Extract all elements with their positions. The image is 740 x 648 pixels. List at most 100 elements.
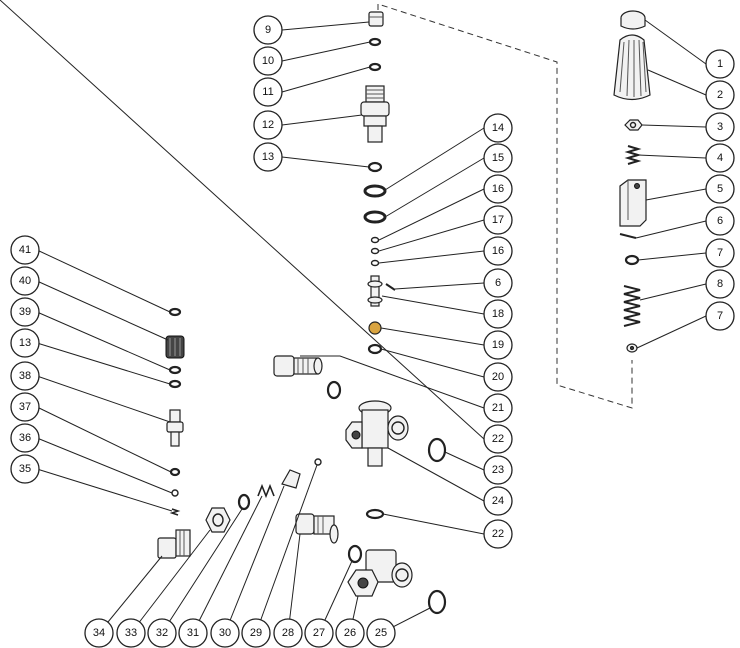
part-37-oring (169, 467, 181, 477)
part-12-valve-seat (360, 85, 390, 143)
callout-37-label: 37 (19, 401, 31, 413)
callout-6-right-label: 6 (717, 215, 723, 227)
callout-32: 32 (147, 618, 177, 648)
callout-17-label: 17 (492, 214, 504, 226)
callout-20: 20 (483, 362, 513, 392)
leader-lines (0, 0, 707, 634)
part-39-oring (168, 365, 182, 375)
part-24-tee-body (345, 400, 409, 467)
part-16-oring-b (370, 259, 380, 267)
callout-10: 10 (253, 46, 283, 76)
part-20-oring (367, 343, 383, 355)
callout-19: 19 (483, 330, 513, 360)
callout-28: 28 (273, 618, 303, 648)
callout-6-right: 6 (705, 206, 735, 236)
callout-36-label: 36 (19, 432, 31, 444)
callout-30-label: 30 (219, 627, 231, 639)
callout-11: 11 (253, 77, 283, 107)
callout-2: 2 (705, 80, 735, 110)
callout-38: 38 (10, 361, 40, 391)
part-8-spring (623, 285, 641, 327)
part-41-oring (168, 307, 182, 317)
callout-22-label: 22 (492, 433, 504, 445)
part-17-oring (370, 247, 380, 255)
callout-25-label: 25 (375, 627, 387, 639)
callout-20-label: 20 (492, 371, 504, 383)
callout-34-label: 34 (93, 627, 105, 639)
part-18-stem (367, 275, 396, 307)
callout-5: 5 (705, 174, 735, 204)
part-22-oring-upper (326, 380, 342, 400)
callout-24: 24 (483, 486, 513, 516)
part-34-connector (157, 529, 191, 559)
part-14-ring (363, 184, 387, 198)
callout-7: 7 (705, 238, 735, 268)
callout-40: 40 (10, 266, 40, 296)
callout-9-label: 9 (265, 24, 271, 36)
part-23-ring (427, 437, 447, 463)
callout-3: 3 (705, 112, 735, 142)
part-15-ring (363, 210, 387, 224)
callout-21-label: 21 (492, 402, 504, 414)
callout-1: 1 (705, 49, 735, 79)
callout-14-label: 14 (492, 122, 504, 134)
callout-9: 9 (253, 15, 283, 45)
callout-29: 29 (241, 618, 271, 648)
callout-34: 34 (84, 618, 114, 648)
callout-19-label: 19 (492, 339, 504, 351)
callout-15-label: 15 (492, 152, 504, 164)
callout-26: 26 (335, 618, 365, 648)
callout-8-label: 8 (717, 278, 723, 290)
part-3-nut (624, 119, 643, 131)
callout-7-second: 7 (705, 301, 735, 331)
callout-4-label: 4 (717, 152, 723, 164)
callout-17: 17 (483, 205, 513, 235)
part-4-spring (624, 145, 642, 165)
part-2-knob (613, 34, 651, 101)
callout-15: 15 (483, 143, 513, 173)
part-38-stem (166, 409, 184, 447)
callout-12-label: 12 (262, 119, 274, 131)
part-11-oring (368, 62, 382, 72)
callout-10-label: 10 (262, 55, 274, 67)
callout-6: 6 (483, 268, 513, 298)
callout-39-label: 39 (19, 306, 31, 318)
callout-12: 12 (253, 110, 283, 140)
callout-23-label: 23 (492, 464, 504, 476)
part-31-spring (257, 483, 275, 499)
part-9-plug (368, 11, 384, 27)
callout-14: 14 (483, 113, 513, 143)
callout-40-label: 40 (19, 275, 31, 287)
callout-5-label: 5 (717, 183, 723, 195)
part-36-ball (171, 489, 179, 497)
callout-37: 37 (10, 392, 40, 422)
part-1-cap (620, 10, 646, 30)
part-10-oring (368, 37, 382, 47)
callout-24-label: 24 (492, 495, 504, 507)
callout-6-label: 6 (495, 277, 501, 289)
callout-13-label: 13 (262, 151, 274, 163)
assembly-dash-line (377, 3, 633, 409)
callout-23: 23 (483, 455, 513, 485)
callout-21: 21 (483, 393, 513, 423)
callout-36: 36 (10, 423, 40, 453)
callout-16: 16 (483, 174, 513, 204)
callout-29-label: 29 (250, 627, 262, 639)
part-25-ring (427, 589, 447, 615)
callout-18-label: 18 (492, 308, 504, 320)
callout-1-label: 1 (717, 58, 723, 70)
part-33-nut (205, 507, 231, 533)
part-35-spring (169, 508, 181, 516)
part-16-oring-a (370, 236, 380, 244)
callout-33: 33 (116, 618, 146, 648)
callout-39: 39 (10, 297, 40, 327)
part-27-oring (347, 544, 363, 564)
part-28-fitting (295, 513, 339, 544)
callout-22-second: 22 (483, 519, 513, 549)
part-26-tee-body (347, 549, 413, 597)
callout-7-label: 7 (717, 247, 723, 259)
callout-27: 27 (304, 618, 334, 648)
callout-41: 41 (10, 235, 40, 265)
